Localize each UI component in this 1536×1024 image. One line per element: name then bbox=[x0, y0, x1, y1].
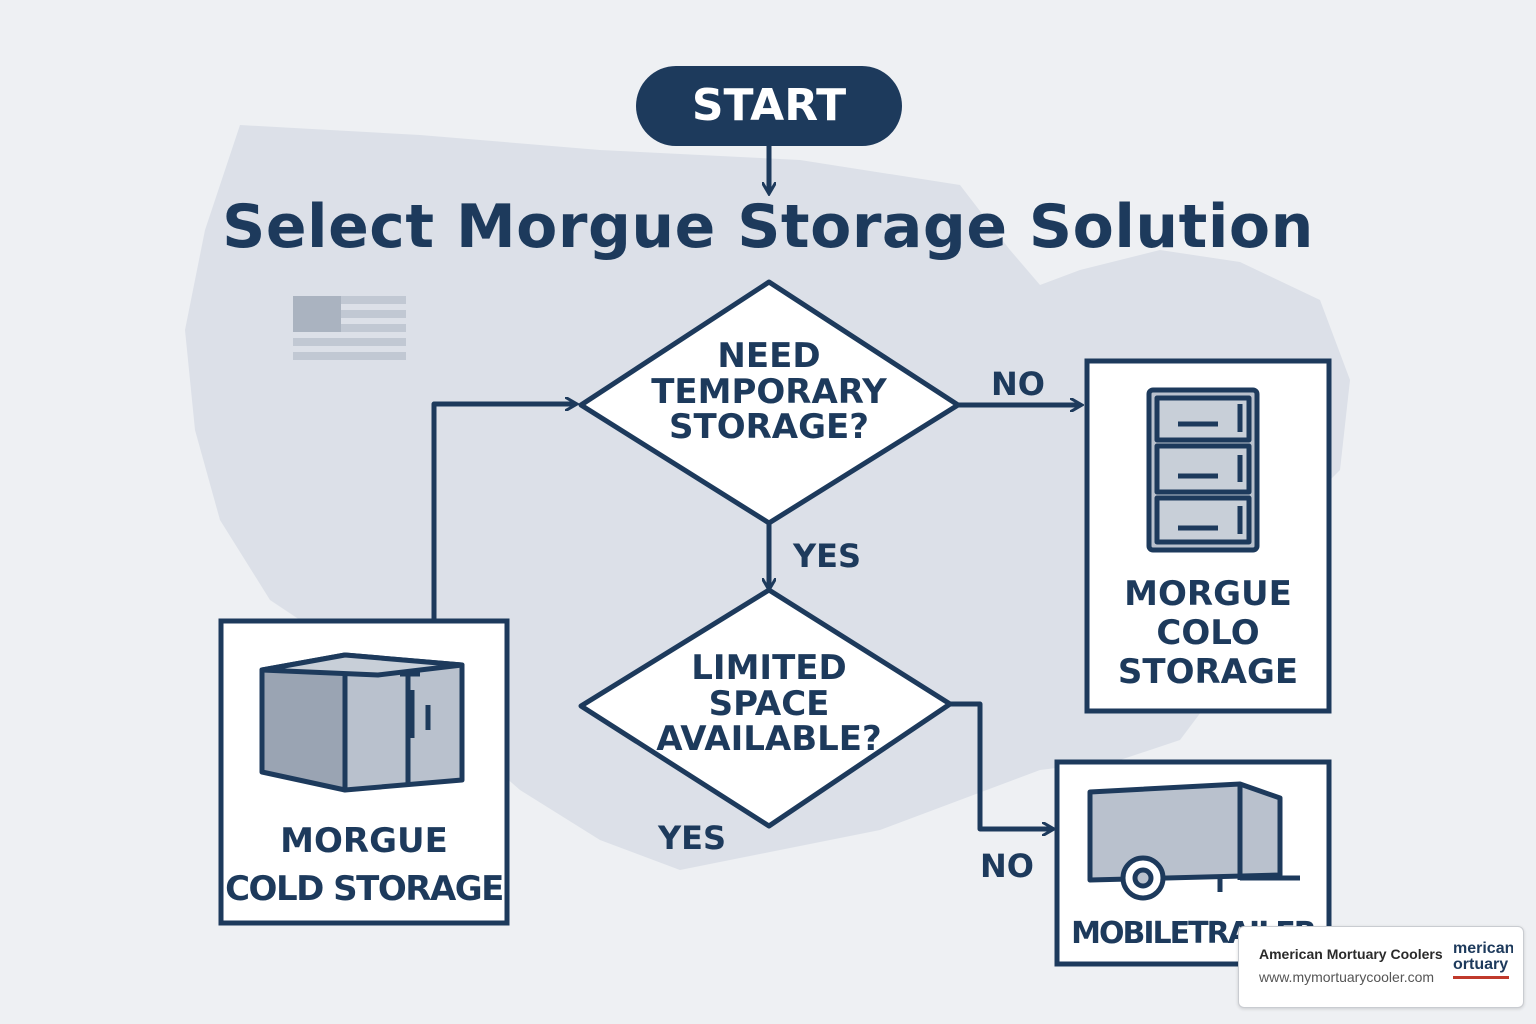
start-label: START bbox=[691, 80, 847, 131]
cold-storage-label: MORGUE COLD STORAGE bbox=[225, 821, 504, 909]
decision-limited-space-label: LIMITED SPACE AVAILABLE? bbox=[656, 648, 882, 760]
decision-temporary-storage bbox=[578, 279, 961, 526]
mobile-trailer-icon bbox=[1087, 781, 1300, 901]
morgue-cabinet-icon bbox=[1146, 387, 1260, 553]
edge-label-q2-no: NO bbox=[980, 847, 1034, 885]
company-logo: merican ortuary bbox=[1453, 941, 1513, 993]
edge-cold-to-q1 bbox=[431, 404, 575, 620]
colo-storage-label: MORGUE COLO STORAGE bbox=[1117, 574, 1299, 693]
walk-in-cooler-icon bbox=[259, 652, 465, 793]
page-title: Select Morgue Storage Solution bbox=[222, 192, 1314, 262]
start-node bbox=[636, 66, 902, 146]
decision-limited-space bbox=[578, 587, 953, 829]
flag-icon bbox=[293, 296, 406, 360]
watermark: American Mortuary Coolers www.mymortuary… bbox=[1238, 926, 1524, 1008]
edge-q2-no bbox=[950, 701, 1052, 829]
decision-temporary-storage-label: NEED TEMPORARY STORAGE? bbox=[651, 336, 887, 448]
watermark-company: American Mortuary Coolers bbox=[1259, 946, 1443, 962]
logo-stripe bbox=[1453, 976, 1509, 979]
edge-label-q1-no: NO bbox=[991, 365, 1045, 403]
edge-label-q2-yes: YES bbox=[657, 819, 727, 857]
watermark-url: www.mymortuarycooler.com bbox=[1259, 969, 1435, 985]
edge-label-q1-yes: YES bbox=[792, 537, 862, 575]
